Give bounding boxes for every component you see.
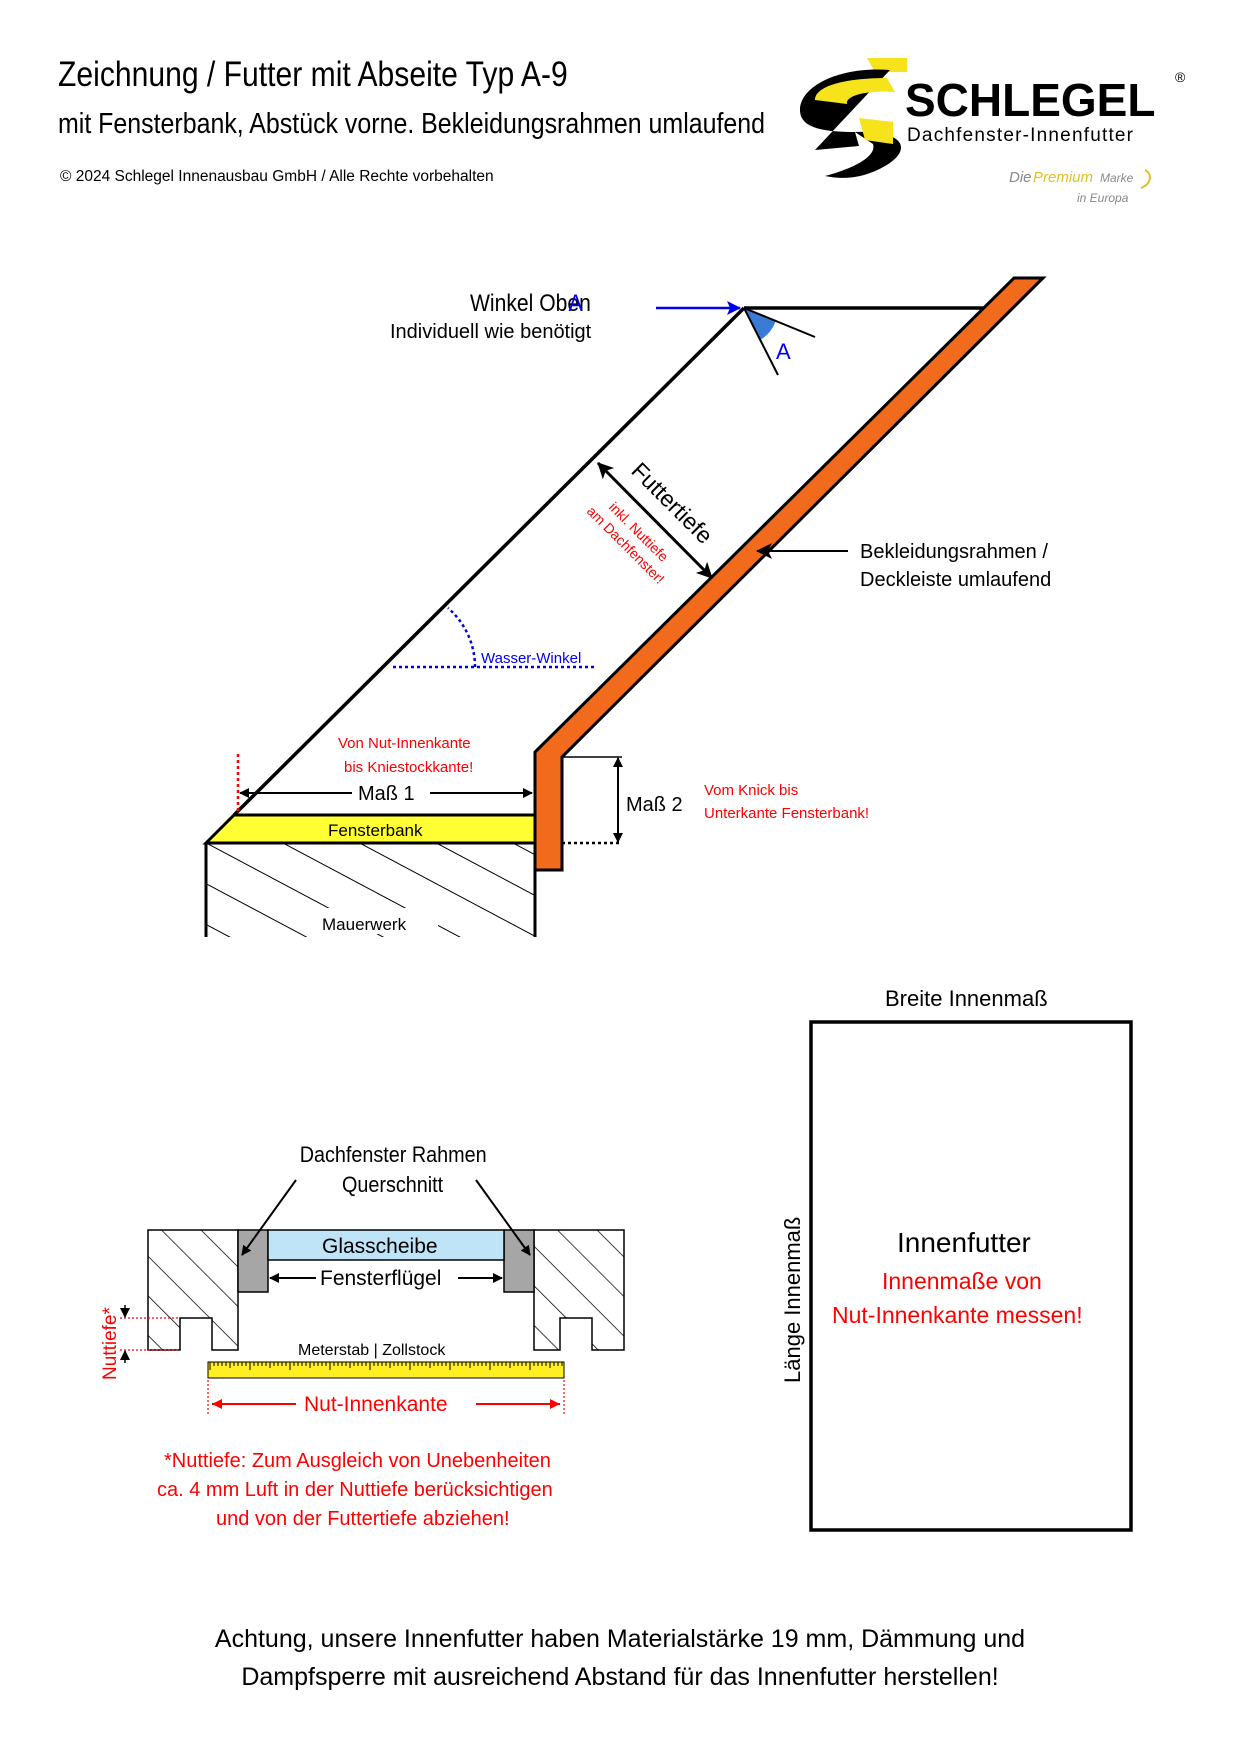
pointer-left <box>241 1179 297 1256</box>
mass1-note-1: Von Nut-Innenkante <box>338 735 471 752</box>
fensterbank-label: Fensterbank <box>328 821 423 840</box>
mauerwerk-wall <box>204 843 537 937</box>
innenfutter-diagram: Breite Innenmaß Länge Innenmaß Innenfutt… <box>780 986 1133 1532</box>
schlegel-logo: SCHLEGEL ® Dachfenster-Innenfutter Die P… <box>800 58 1186 205</box>
page-subtitle: mit Fensterbank, Abstück vorne. Bekleidu… <box>58 108 766 140</box>
svg-text:A: A <box>569 290 584 317</box>
nut-innenkante-label: Nut-Innenkante <box>304 1393 448 1416</box>
mass1-label: Maß 1 <box>358 783 415 805</box>
mass2-note-1: Vom Knick bis <box>704 782 798 799</box>
mass2-note-2: Unterkante Fensterbank! <box>704 805 869 822</box>
individuell-label: Individuell wie benötigt <box>390 321 592 343</box>
angle-a-letter: A <box>776 339 791 364</box>
left-frame-profile <box>147 1229 239 1351</box>
mass2-label: Maß 2 <box>626 794 683 816</box>
futter-inner-line <box>232 306 746 817</box>
glass-pane <box>267 1229 505 1261</box>
meterstab-ruler <box>207 1361 565 1379</box>
svg-text:in Europa: in Europa <box>1077 191 1129 205</box>
svg-text:Premium: Premium <box>1033 169 1093 186</box>
logo-registered: ® <box>1175 69 1186 85</box>
innenfutter-note-1: Innenmaße von <box>882 1268 1042 1294</box>
innenfutter-rect <box>809 1020 1133 1532</box>
right-frame-profile <box>533 1229 625 1351</box>
logo-tagline: Dachfenster-Innenfutter <box>907 125 1134 146</box>
logo-s-icon <box>800 58 907 178</box>
cross-section-diagram: Dachfenster Rahmen Querschnitt Glasschei… <box>100 1143 625 1530</box>
main-diagram: Mauerwerk Fensterbank A Winkel Oben A In… <box>202 276 1051 937</box>
glasscheibe-label: Glasscheibe <box>322 1235 438 1258</box>
innenfutter-title: Innenfutter <box>897 1227 1031 1258</box>
svg-text:Winkel Oben: Winkel Oben <box>470 290 591 317</box>
svg-text:Marke: Marke <box>1100 171 1134 185</box>
logo-slogan: Die Premium Marke in Europa <box>1009 169 1151 205</box>
meterstab-label: Meterstab | Zollstock <box>298 1342 446 1359</box>
mass1-note-2: bis Kniestockkante! <box>344 759 473 776</box>
bekleidung-label-1: Bekleidungsrahmen / <box>860 541 1048 563</box>
nuttiefe-note-2: ca. 4 mm Luft in der Nuttiefe berücksich… <box>157 1479 553 1501</box>
fensterfluegel-label: Fensterflügel <box>320 1267 441 1290</box>
angle-a-fill <box>744 308 776 340</box>
wasser-winkel-label: Wasser-Winkel <box>481 650 581 667</box>
footer-line-1: Achtung, unsere Innenfutter haben Materi… <box>214 1625 1026 1653</box>
winkel-oben-label: Winkel Oben A <box>470 290 591 317</box>
page-title: Zeichnung / Futter mit Abseite Typ A-9 <box>58 55 568 94</box>
copyright-notice: © 2024 Schlegel Innenausbau GmbH / Alle … <box>60 168 494 185</box>
footer-line-2: Dampfsperre mit ausreichend Abstand für … <box>241 1663 999 1691</box>
nuttiefe-note-1: *Nuttiefe: Zum Ausgleich von Unebenheite… <box>164 1450 551 1472</box>
bekleidungsrahmen-shape <box>533 276 1047 872</box>
futtertiefe-arrow <box>596 461 714 580</box>
footer-note: Achtung, unsere Innenfutter haben Materi… <box>0 1620 1240 1696</box>
pointer-right <box>475 1179 531 1256</box>
cross-section-title-1: Dachfenster Rahmen <box>300 1143 487 1167</box>
breite-label: Breite Innenmaß <box>885 986 1048 1011</box>
nuttiefe-note-3: und von der Futtertiefe abziehen! <box>216 1508 510 1530</box>
nuttiefe-label: Nuttiefe* <box>100 1307 121 1380</box>
mauerwerk-label: Mauerwerk <box>322 915 407 934</box>
cross-section-title-2: Querschnitt <box>342 1173 443 1197</box>
bekleidung-label-2: Deckleiste umlaufend <box>860 569 1051 591</box>
innenfutter-note-2: Nut-Innenkante messen! <box>832 1302 1083 1328</box>
logo-brand: SCHLEGEL <box>905 74 1155 126</box>
wasser-winkel-arc <box>447 607 477 668</box>
svg-text:Die: Die <box>1009 169 1032 186</box>
laenge-label: Länge Innenmaß <box>780 1217 805 1383</box>
